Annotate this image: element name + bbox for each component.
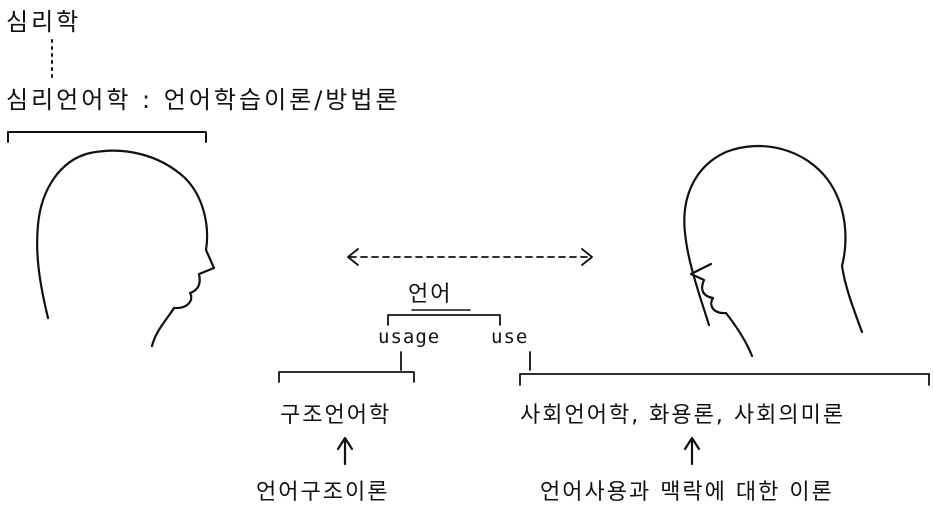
psycholinguistics-bracket	[7, 131, 207, 143]
use-bracket	[519, 373, 930, 386]
psychology-label: 심리학	[6, 8, 82, 36]
right-face	[689, 262, 754, 358]
left-head	[36, 149, 216, 348]
double-arrow-right-head	[581, 248, 593, 266]
right-head	[683, 145, 864, 334]
use-label: use	[491, 326, 529, 348]
usage-label: usage	[378, 326, 441, 348]
language-label: 언어	[408, 282, 453, 307]
structural-linguistics-label: 구조언어학	[280, 403, 392, 428]
language-structure-theory-label: 언어구조이론	[256, 480, 390, 505]
language-bracket	[387, 314, 501, 326]
psycholinguistics-label: 심리언어학 : 언어학습이론/방법론	[6, 86, 401, 114]
usage-bracket	[278, 371, 415, 383]
use-arrow-head	[683, 436, 701, 451]
double-arrow-left-head	[347, 248, 359, 266]
structure-arrow-head	[336, 436, 354, 451]
use-and-context-theory-label: 언어사용과 맥락에 대한 이론	[540, 480, 834, 505]
social-fields-label: 사회언어학, 화용론, 사회의미론	[520, 403, 846, 428]
